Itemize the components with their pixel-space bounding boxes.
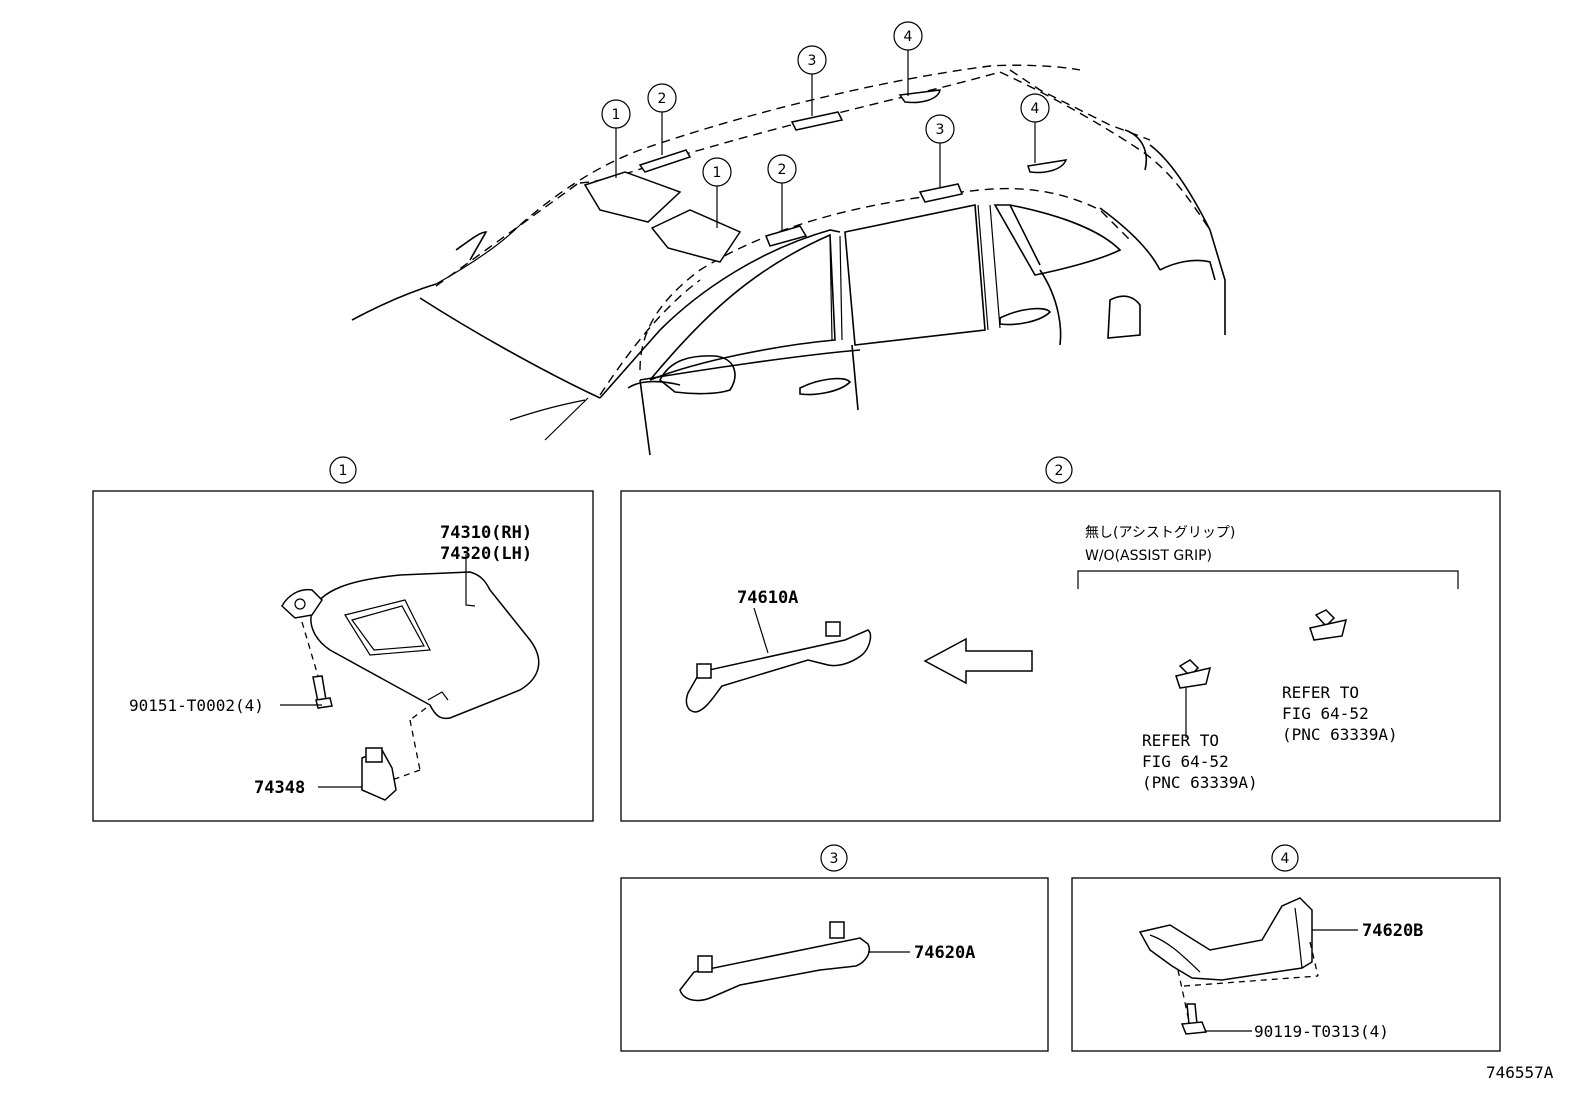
label-74610A: 74610A bbox=[737, 588, 798, 608]
svg-text:1: 1 bbox=[612, 107, 621, 123]
refer-b-line1: REFER TO bbox=[1282, 683, 1359, 702]
car-overview-illustration bbox=[351, 64, 1226, 456]
car-callout-2b: 2 bbox=[767, 154, 797, 184]
svg-text:3: 3 bbox=[808, 53, 817, 69]
label-74310-rh: 74310(RH) bbox=[440, 523, 532, 543]
section-4-frame bbox=[1071, 877, 1501, 1052]
svg-text:3: 3 bbox=[936, 122, 945, 138]
car-callout-4b: 4 bbox=[1020, 93, 1050, 123]
figure-id: 746557A bbox=[1486, 1063, 1554, 1082]
svg-text:2: 2 bbox=[778, 162, 787, 178]
refer-a-line2: FIG 64-52 bbox=[1142, 752, 1229, 771]
section-3-frame bbox=[620, 877, 1049, 1052]
grip-outline-d bbox=[918, 183, 964, 203]
svg-text:2: 2 bbox=[658, 91, 667, 107]
left-arrow-icon bbox=[923, 637, 1033, 685]
roof-parts bbox=[583, 89, 1068, 263]
refer-a-line1: REFER TO bbox=[1142, 731, 1219, 750]
wo-bracket bbox=[1077, 570, 1459, 589]
label-screw-90119: 90119-T0313(4) bbox=[1254, 1022, 1389, 1041]
clip-a-drawing bbox=[1175, 659, 1212, 689]
grip-74620A-drawing bbox=[679, 937, 870, 1002]
section-2-number: 2 bbox=[1045, 456, 1073, 484]
car-callout-1a: 1 bbox=[601, 99, 631, 129]
grip-outline-c bbox=[790, 111, 844, 131]
grip-outline-e bbox=[898, 89, 941, 104]
grip-outline-f bbox=[1027, 159, 1068, 174]
car-callout-1b: 1 bbox=[702, 157, 732, 187]
sunvisor-rh-outline bbox=[650, 209, 742, 263]
refer-b-line3: (PNC 63339A) bbox=[1282, 725, 1398, 744]
car-callout-3a: 3 bbox=[797, 45, 827, 75]
screw-90119-drawing bbox=[1186, 1003, 1198, 1025]
car-callout-4a: 4 bbox=[893, 21, 923, 51]
grip-outline-a bbox=[638, 149, 692, 173]
car-callout-3b: 3 bbox=[925, 114, 955, 144]
note-jp: 無し(アシストグリップ) bbox=[1085, 525, 1235, 541]
clip-b-drawing bbox=[1309, 609, 1348, 641]
sunvisor-drawing bbox=[310, 571, 540, 720]
section-4-assist-grip: 4 74620B 90119-T0313(4) bbox=[1071, 844, 1501, 1052]
grip-74620B-drawing bbox=[1138, 897, 1313, 981]
sunvisor-lh-outline bbox=[583, 171, 682, 223]
section-3-number: 3 bbox=[820, 844, 848, 872]
label-74320-lh: 74320(LH) bbox=[440, 544, 532, 564]
svg-text:2: 2 bbox=[1055, 463, 1064, 479]
svg-text:4: 4 bbox=[904, 29, 913, 45]
grip-outline-b bbox=[764, 225, 808, 247]
label-74348: 74348 bbox=[254, 778, 305, 798]
svg-text:1: 1 bbox=[339, 463, 348, 479]
label-screw-90151: 90151-T0002(4) bbox=[129, 696, 264, 715]
refer-b-line2: FIG 64-52 bbox=[1282, 704, 1369, 723]
section-1-frame bbox=[92, 490, 594, 822]
svg-text:1: 1 bbox=[713, 165, 722, 181]
svg-text:4: 4 bbox=[1031, 101, 1040, 117]
car-callout-2a: 2 bbox=[647, 83, 677, 113]
section-2-frame bbox=[620, 490, 1501, 822]
grip-74610A-drawing bbox=[685, 629, 872, 713]
section-4-number: 4 bbox=[1271, 844, 1299, 872]
svg-text:4: 4 bbox=[1281, 851, 1290, 867]
section-3-assist-grip: 3 74620A bbox=[620, 844, 1049, 1052]
section-1-number: 1 bbox=[329, 456, 357, 484]
refer-a-line3: (PNC 63339A) bbox=[1142, 773, 1258, 792]
label-74620B: 74620B bbox=[1362, 921, 1423, 941]
section-2-assist-grip: 2 74610A 無し(アシストグリップ) W/O(ASSIST GRIP) R… bbox=[620, 456, 1501, 822]
svg-text:3: 3 bbox=[830, 851, 839, 867]
car-callouts: 1 2 1 2 3 4 3 4 bbox=[601, 21, 1050, 230]
note-wo-assist-grip: W/O(ASSIST GRIP) bbox=[1085, 548, 1212, 564]
section-1-sunvisor: 1 74310(RH) 74320(LH) 90151-T0002(4) 743… bbox=[92, 456, 594, 822]
label-74620A: 74620A bbox=[914, 943, 975, 963]
